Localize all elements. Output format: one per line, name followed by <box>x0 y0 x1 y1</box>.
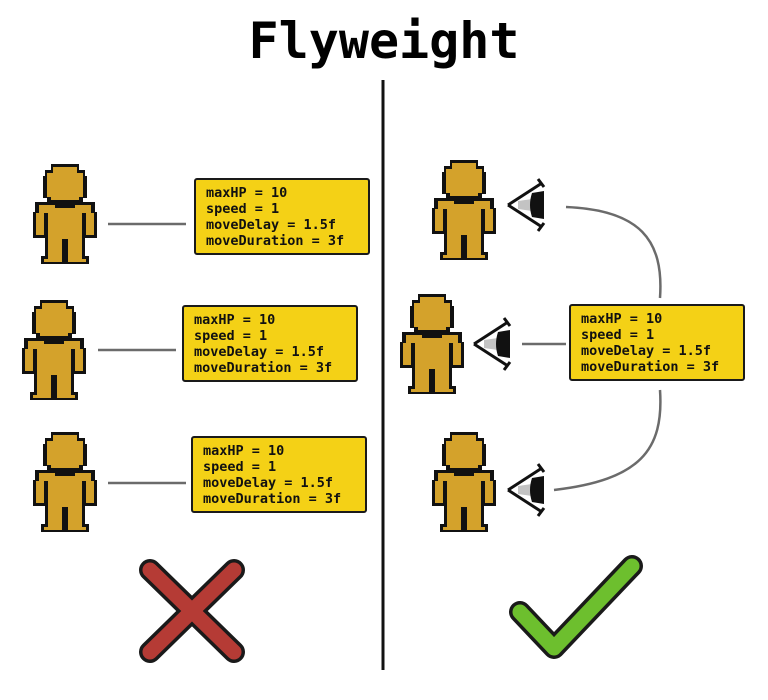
eye-pointer-icon <box>472 316 512 372</box>
character-icon <box>432 160 496 260</box>
stat-line: moveDelay = 1.5f <box>206 217 337 233</box>
character-icon <box>33 164 97 264</box>
eye-pointer-icon <box>506 462 546 518</box>
stat-line: moveDuration = 3f <box>206 233 345 249</box>
stat-line: moveDelay = 1.5f <box>581 343 712 359</box>
stat-line: speed = 1 <box>203 459 277 475</box>
stat-line: moveDuration = 3f <box>194 360 333 376</box>
stat-line: speed = 1 <box>581 327 655 343</box>
stat-line: maxHP = 10 <box>581 311 663 327</box>
stats-box: maxHP = 10 speed = 1 moveDelay = 1.5f mo… <box>191 436 367 513</box>
character-icon <box>22 300 86 400</box>
stat-line: maxHP = 10 <box>203 443 285 459</box>
stat-line: moveDelay = 1.5f <box>194 344 325 360</box>
character-icon <box>400 294 464 394</box>
stat-line: maxHP = 10 <box>206 185 288 201</box>
stats-box: maxHP = 10 speed = 1 moveDelay = 1.5f mo… <box>194 178 370 255</box>
shared-connector-top <box>565 205 662 299</box>
page-title: Flyweight <box>248 12 520 70</box>
shared-connector-bottom <box>553 389 662 492</box>
stat-line: moveDuration = 3f <box>581 359 720 375</box>
shared-stats-box: maxHP = 10 speed = 1 moveDelay = 1.5f mo… <box>569 304 745 381</box>
stat-line: speed = 1 <box>206 201 280 217</box>
stat-line: moveDuration = 3f <box>203 491 342 507</box>
eye-pointer-icon <box>506 177 546 233</box>
stat-line: moveDelay = 1.5f <box>203 475 334 491</box>
stat-line: speed = 1 <box>194 328 268 344</box>
character-icon <box>432 432 496 532</box>
stats-box: maxHP = 10 speed = 1 moveDelay = 1.5f mo… <box>182 305 358 382</box>
check-icon <box>509 555 643 659</box>
stat-line: maxHP = 10 <box>194 312 276 328</box>
cross-icon <box>139 559 245 663</box>
character-icon <box>33 432 97 532</box>
